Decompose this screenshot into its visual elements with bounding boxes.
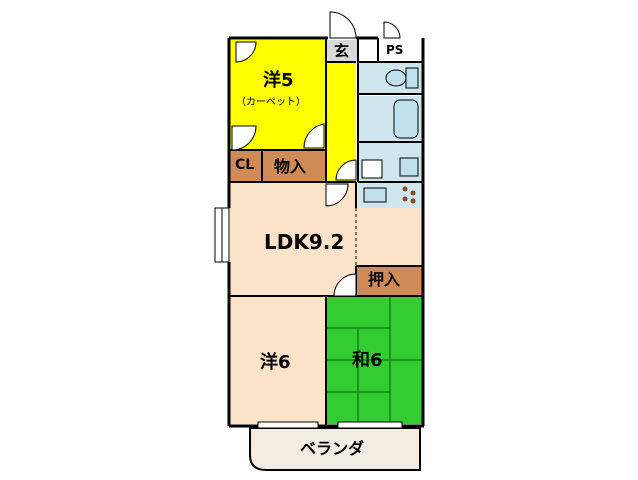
closet-label: CL	[235, 157, 255, 173]
storage-room	[262, 150, 326, 182]
toilet-bowl	[385, 69, 407, 87]
pipe-space-area	[378, 40, 422, 62]
interior-walls	[230, 38, 422, 426]
wash-basin	[399, 157, 419, 177]
western6-label: 洋6	[260, 352, 291, 373]
oshiire-label: 押入	[368, 270, 401, 289]
door-swings	[231, 11, 401, 297]
storage-label: 物入	[274, 157, 307, 176]
bathtub	[393, 99, 419, 139]
entrance-label: 玄	[334, 42, 350, 60]
ldk-label: LDK9.2	[264, 230, 345, 254]
toilet-tank	[405, 67, 419, 89]
pipe-space-label: PS	[386, 43, 404, 57]
oshiire-closet	[356, 266, 422, 296]
tatami-lines	[326, 296, 422, 424]
western5-sublabel: （カーペット）	[236, 97, 306, 108]
washer-pan	[361, 159, 383, 179]
western5-label: 洋5	[263, 70, 294, 91]
veranda	[249, 427, 421, 471]
windows	[214, 207, 403, 429]
veranda-label: ベランダ	[300, 439, 365, 458]
entrance-area	[326, 40, 358, 62]
japanese6-label: 和6	[352, 350, 383, 371]
closet-cl	[230, 150, 262, 182]
stove-burners	[402, 186, 416, 204]
kitchen-sink	[363, 187, 387, 203]
western6-room	[230, 296, 326, 424]
